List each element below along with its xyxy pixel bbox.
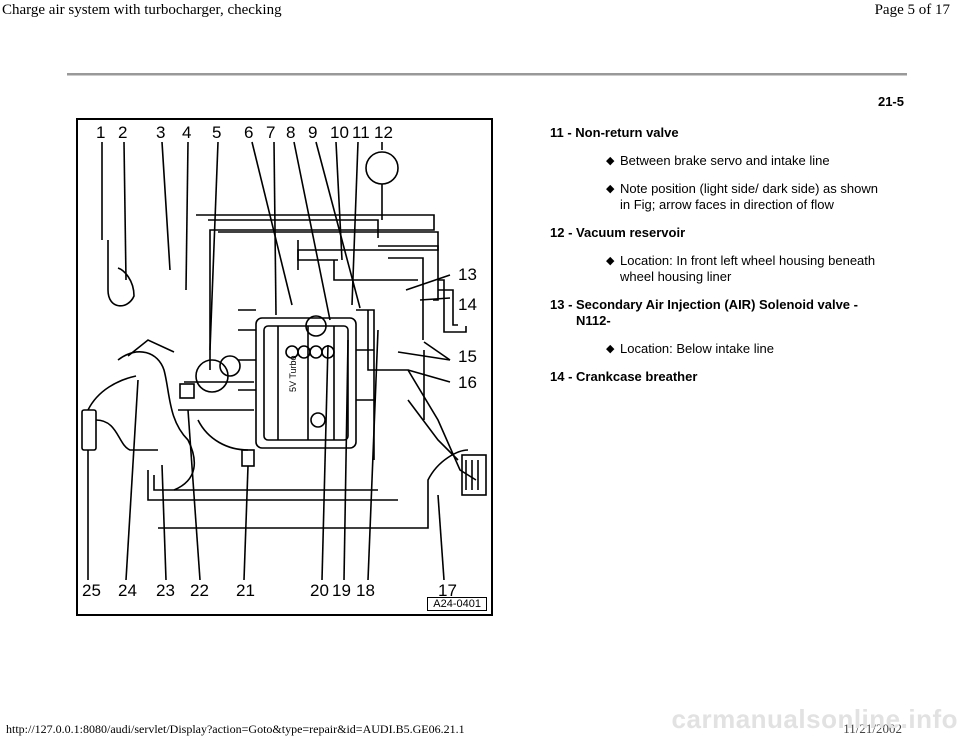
- callout-number: 25: [82, 581, 101, 600]
- callout-number: 6: [244, 123, 253, 142]
- legend-bullet: ◆ Note position (light side/ dark side) a…: [606, 181, 880, 213]
- diamond-bullet-icon: ◆: [606, 183, 615, 195]
- callout-number: 22: [190, 581, 209, 600]
- legend-item-number: 14 -: [550, 369, 577, 384]
- watermark-text: carmanualsonline.info: [671, 704, 958, 734]
- legend-item-heading: 12 - Vacuum reservoir: [550, 225, 880, 241]
- print-date: 11/21/2002: [843, 721, 902, 736]
- diamond-bullet-icon: ◆: [606, 343, 615, 355]
- callout-number: 17: [438, 581, 457, 600]
- document-title: Charge air system with turbocharger, che…: [2, 2, 282, 18]
- legend-item-heading: 11 - Non-return valve: [550, 125, 880, 141]
- callout-number: 3: [156, 123, 165, 142]
- legend-item: 12 - Vacuum reservoir ◆ Location: In front…: [550, 225, 880, 285]
- legend-bullet: ◆ Between brake servo and intake line: [606, 153, 880, 169]
- callout-number: 1: [96, 123, 105, 142]
- callout-number: 10: [330, 123, 349, 142]
- header-rule: [67, 73, 907, 76]
- legend-item-heading: 14 - Crankcase breather: [550, 369, 880, 385]
- callout-number: 14: [458, 295, 477, 314]
- legend-bullet: ◆ Location: In front left wheel housing b…: [606, 253, 880, 285]
- legend-bullet: ◆ Location: Below intake line: [606, 341, 880, 357]
- callout-number: 19: [332, 581, 351, 600]
- legend-item: 14 - Crankcase breather: [550, 369, 880, 385]
- diamond-bullet-icon: ◆: [606, 155, 615, 167]
- source-url[interactable]: http://127.0.0.1:8080/audi/servlet/Displ…: [6, 722, 465, 736]
- callout-number: 2: [118, 123, 127, 142]
- section-page-number: 21-5: [877, 94, 904, 109]
- legend-item: 11 - Non-return valve ◆ Between brake serv…: [550, 125, 880, 213]
- callout-number: 8: [286, 123, 295, 142]
- legend-item-label: Non-return valve: [575, 125, 679, 140]
- callout-number: 21: [236, 581, 255, 600]
- legend-item-number: 11 -: [550, 125, 576, 140]
- engine-label: 5V Turbo: [288, 355, 298, 392]
- callout-number: 12: [374, 123, 393, 142]
- legend-bullet-text: Location: In front left wheel housing be…: [620, 253, 876, 284]
- callout-number: 5: [212, 123, 221, 142]
- callout-number: 9: [308, 123, 317, 142]
- callout-number: 18: [356, 581, 375, 600]
- legend-item-number: 12 -: [550, 225, 577, 240]
- legend-bullet-text: Note position (light side/ dark side) as…: [620, 181, 878, 212]
- callout-number: 7: [266, 123, 275, 142]
- callout-number: 13: [458, 265, 477, 284]
- callout-number: 11: [352, 123, 370, 142]
- legend-item-label: Vacuum reservoir: [576, 225, 686, 240]
- legend-item-heading: 13 - Secondary Air Injection (AIR) Solen…: [550, 297, 880, 329]
- engine-diagram-drawing: 5V Turbo 1234567891011121314151625242322…: [81, 123, 487, 600]
- diamond-bullet-icon: ◆: [606, 255, 615, 267]
- legend-item-label: Secondary Air Injection (AIR) Solenoid v…: [576, 297, 858, 328]
- legend-list: 11 - Non-return valve ◆ Between brake serv…: [550, 125, 880, 397]
- callout-number: 24: [118, 581, 137, 600]
- callout-number: 16: [458, 373, 477, 392]
- callout-number: 23: [156, 581, 175, 600]
- legend-item-label: Crankcase breather: [576, 369, 698, 384]
- callout-number: 20: [310, 581, 329, 600]
- legend-item: 13 - Secondary Air Injection (AIR) Solen…: [550, 297, 880, 357]
- callout-number: 4: [182, 123, 191, 142]
- legend-item-number: 13 -: [550, 297, 577, 312]
- callout-number: 15: [458, 347, 477, 366]
- legend-bullet-text: Location: Below intake line: [620, 341, 774, 356]
- legend-bullet-text: Between brake servo and intake line: [620, 153, 830, 168]
- page-indicator: Page 5 of 17: [874, 2, 950, 18]
- figure-id-tag: A24-0401: [427, 597, 487, 611]
